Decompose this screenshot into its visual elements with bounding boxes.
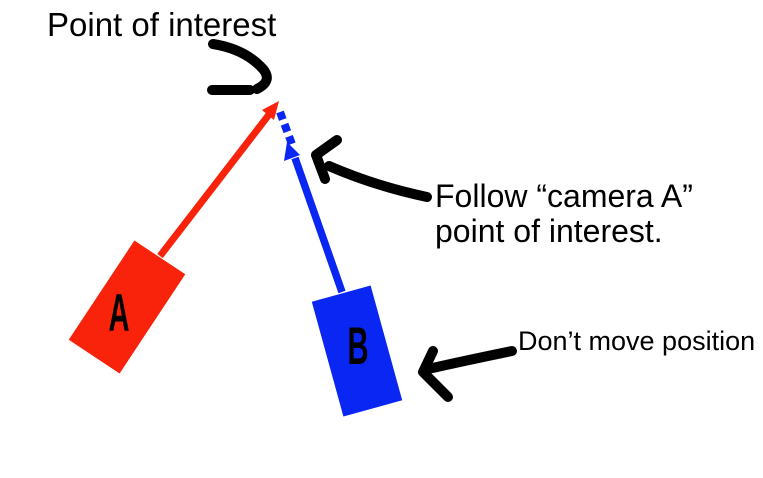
camera-a-body [68, 240, 186, 374]
camera-a-label: A [108, 284, 129, 343]
follow-note-line1: Follow “camera A” [435, 178, 693, 214]
follow-note-line2: point of interest. [435, 213, 663, 249]
camera-b [311, 285, 403, 417]
point-of-interest-label: Point of interest [47, 6, 276, 43]
dont-move-arrow-icon [418, 346, 517, 402]
camera-b-sight-dashed-line [276, 110, 297, 149]
camera-b-label: B [347, 317, 368, 376]
point-of-interest-arrow-icon [207, 39, 272, 95]
follow-annotation-arrow-icon [311, 135, 432, 202]
camera-b-sight-arrowhead-icon [284, 142, 300, 161]
camera-a-sight-line [157, 109, 274, 259]
dont-move-label: Don’t move position [518, 326, 755, 356]
camera-a-sight-arrowhead-icon [262, 101, 279, 120]
camera-b-sight-line [291, 156, 346, 294]
camera-a [68, 240, 186, 374]
camera-b-body [311, 285, 403, 417]
